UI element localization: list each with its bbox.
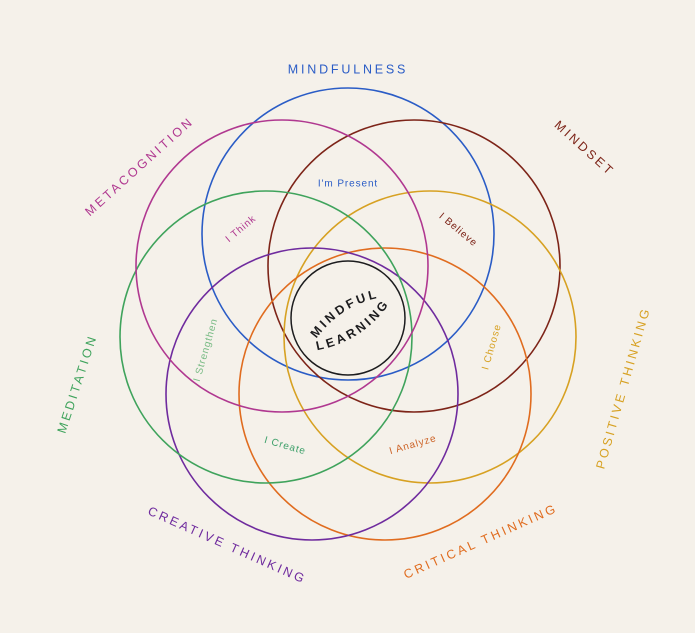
center-badge-text: MINDFUL LEARNING: [303, 280, 397, 361]
creative-thinking-circle: [165, 247, 459, 541]
critical-thinking-circle: [238, 247, 532, 541]
label-mindfulness: MINDFULNESS: [288, 62, 408, 76]
statement-i-choose: I Choose: [480, 323, 504, 371]
metacognition-circle: [135, 119, 429, 413]
mindset-circle: [267, 119, 561, 413]
label-meditation: MEDITATION: [55, 333, 100, 436]
statement-i-believe: I Believe: [437, 211, 480, 249]
label-positive-thinking: POSITIVE THINKING: [593, 305, 653, 471]
statement-i-think: I Think: [224, 213, 259, 245]
label-metacognition: METACOGNITION: [82, 114, 196, 219]
positive-thinking-circle: [283, 190, 577, 484]
statement-im-present: I'm Present: [318, 179, 378, 190]
meditation-circle: [119, 190, 413, 484]
label-critical-thinking: CRITICAL THINKING: [402, 501, 560, 582]
center-circle: [290, 260, 406, 376]
mindfulness-circle: [201, 87, 495, 381]
statement-i-strengthen: I Strengthen: [192, 317, 221, 383]
statement-i-create: I Create: [263, 435, 307, 457]
label-creative-thinking: CREATIVE THINKING: [146, 504, 309, 587]
petal-circles: [119, 87, 577, 541]
label-mindset: MINDSET: [552, 118, 618, 179]
statement-i-analyze: I Analyze: [388, 433, 438, 457]
